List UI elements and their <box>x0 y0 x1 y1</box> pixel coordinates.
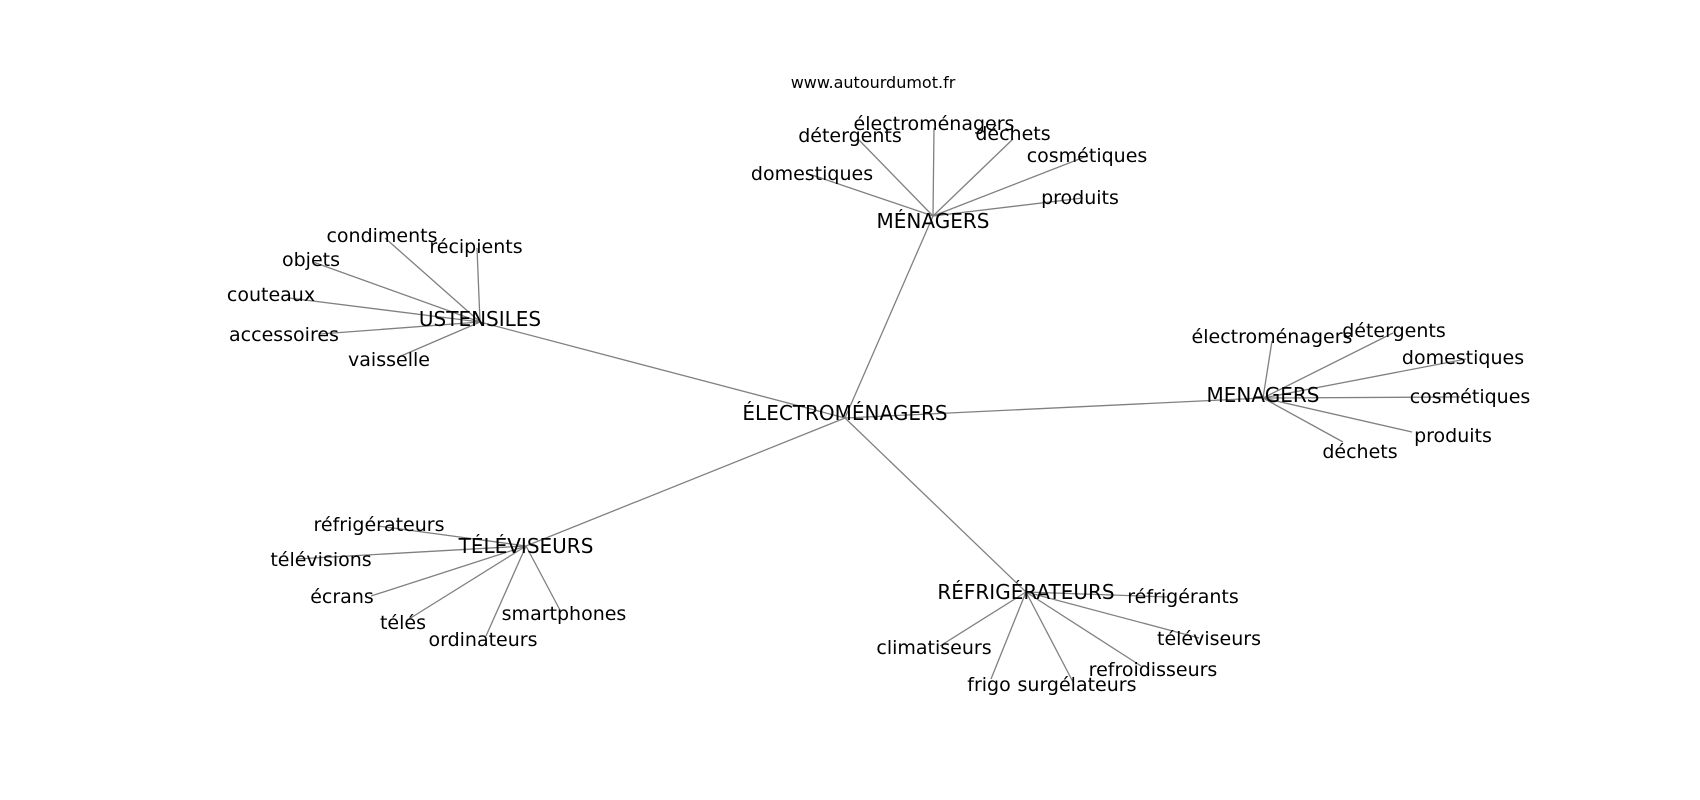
leaf-node-label: télévisions <box>270 549 371 571</box>
leaf-node-label: cosmétiques <box>1027 145 1148 167</box>
leaf-node-label: détergents <box>798 125 902 147</box>
edge-center-to-cluster <box>844 215 934 419</box>
leaf-node-label: surgélateurs <box>1018 674 1137 696</box>
edge-cluster-to-leaf <box>932 138 1014 217</box>
leaf-node-label: frigo <box>967 674 1010 696</box>
edge-cluster-to-leaf <box>939 591 1027 647</box>
edge-cluster-to-leaf <box>1025 591 1074 683</box>
leaf-node-label: vaisselle <box>348 349 430 371</box>
edge-cluster-to-leaf <box>1025 591 1170 598</box>
leaf-node-label: condiments <box>326 225 437 247</box>
edge-cluster-to-leaf <box>384 237 481 323</box>
leaf-node-label: objets <box>282 249 340 271</box>
edge-cluster-to-leaf <box>408 545 527 620</box>
leaf-node-label: déchets <box>975 123 1050 145</box>
leaf-node-label: cosmétiques <box>1410 386 1531 408</box>
edge-cluster-to-leaf <box>312 261 481 323</box>
leaf-node-label: électroménagers <box>1192 326 1353 348</box>
cluster-node-label: MÉNAGERS <box>877 209 990 233</box>
edge-cluster-to-leaf <box>932 155 1088 217</box>
edge-cluster-to-leaf <box>319 321 481 335</box>
edge-cluster-to-leaf <box>932 197 1084 217</box>
leaf-node-label: domestiques <box>751 163 873 185</box>
edge-cluster-to-leaf <box>1262 397 1344 443</box>
leaf-node-label: produits <box>1414 425 1492 447</box>
leaf-node-label: ordinateurs <box>428 629 537 651</box>
graph-labels: ÉLECTROMÉNAGERSMÉNAGERSélectroménagersdé… <box>227 113 1530 696</box>
edge-cluster-to-leaf <box>377 525 527 547</box>
edge-center-to-cluster <box>844 417 1027 593</box>
source-watermark: www.autourdumot.fr <box>791 73 956 92</box>
edge-center-to-cluster <box>525 417 846 547</box>
edge-cluster-to-leaf <box>990 591 1027 680</box>
edge-cluster-to-leaf <box>1262 340 1273 399</box>
leaf-node-label: climatiseurs <box>876 637 991 659</box>
edge-cluster-to-leaf <box>295 545 527 560</box>
edge-cluster-to-leaf <box>1262 358 1467 399</box>
edge-cluster-to-leaf <box>1025 591 1200 639</box>
leaf-node-label: électroménagers <box>854 113 1015 135</box>
edge-cluster-to-leaf <box>1025 591 1142 667</box>
cluster-node-label: USTENSILES <box>419 307 541 331</box>
cluster-node-label: TÉLÉVISEURS <box>458 534 594 558</box>
leaf-node-label: télés <box>380 612 426 634</box>
center-node-label: ÉLECTROMÉNAGERS <box>742 401 947 425</box>
edge-cluster-to-leaf <box>932 127 935 217</box>
leaf-node-label: écrans <box>310 586 374 608</box>
edge-cluster-to-leaf <box>811 174 934 217</box>
leaf-node-label: téléviseurs <box>1157 628 1261 650</box>
edge-cluster-to-leaf <box>485 545 527 637</box>
edge-cluster-to-leaf <box>525 545 562 613</box>
leaf-node-label: accessoires <box>229 324 339 346</box>
edge-cluster-to-leaf <box>1262 397 1413 433</box>
leaf-node-label: domestiques <box>1402 347 1524 369</box>
leaf-node-label: déchets <box>1322 441 1397 463</box>
leaf-node-label: produits <box>1041 187 1119 209</box>
edge-cluster-to-leaf <box>1262 396 1461 399</box>
leaf-node-label: smartphones <box>502 603 627 625</box>
edge-cluster-to-leaf <box>1262 332 1394 399</box>
edge-center-to-cluster <box>844 397 1264 419</box>
edge-cluster-to-leaf <box>288 297 481 323</box>
edge-center-to-cluster <box>479 321 846 419</box>
leaf-node-label: réfrigérants <box>1127 586 1238 608</box>
leaf-node-label: couteaux <box>227 284 315 306</box>
leaf-node-label: détergents <box>1342 320 1446 342</box>
leaf-node-label: refroidisseurs <box>1089 659 1218 681</box>
edge-cluster-to-leaf <box>476 247 481 323</box>
edge-cluster-to-leaf <box>400 321 481 357</box>
edge-cluster-to-leaf <box>370 545 527 597</box>
leaf-node-label: récipients <box>429 236 522 258</box>
edge-cluster-to-leaf <box>857 138 934 217</box>
graph-edges <box>288 127 1467 683</box>
cluster-node-label: MENAGERS <box>1207 383 1320 407</box>
leaf-node-label: réfrigérateurs <box>314 514 445 536</box>
cluster-node-label: RÉFRIGÉRATEURS <box>937 580 1114 604</box>
